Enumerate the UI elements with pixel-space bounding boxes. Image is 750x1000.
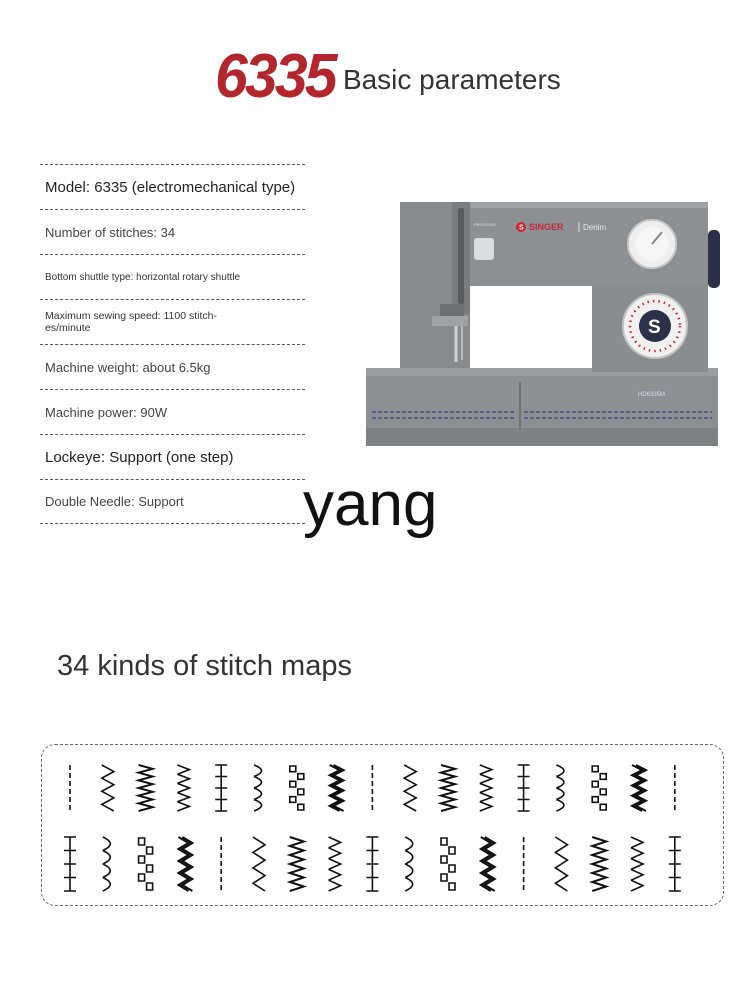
param-text: Lockeye: Support (one step) — [45, 448, 234, 466]
stitch-pattern-37 — [668, 836, 681, 892]
stitch-pattern-13 — [517, 764, 530, 812]
stitch-pattern-8 — [327, 764, 346, 812]
stitch-pattern-12 — [479, 764, 495, 812]
machine-model-label: HD6335M — [638, 392, 665, 398]
stitch-section-title: 34 kinds of stitch maps — [57, 650, 352, 682]
sewing-machine-illustration: HD6335M PRESSURE S SINGER Denim — [366, 202, 720, 446]
param-text: Model: 6335 (electromechanical type) — [45, 178, 296, 196]
stitch-pattern-31 — [440, 837, 456, 891]
machine-brand: SINGER — [529, 222, 564, 232]
stitch-pattern-26 — [251, 836, 267, 892]
param-text: Number of stitches: 34 — [45, 224, 176, 240]
parameter-list: Model: 6335 (electromechanical type) Num… — [40, 164, 305, 524]
stitch-pattern-21 — [64, 836, 76, 892]
stitch-pattern-30 — [404, 836, 414, 892]
stitch-pattern-14 — [556, 764, 565, 812]
param-row-weight: Machine weight: about 6.5kg — [40, 344, 305, 389]
title: 6335 Basic parameters — [215, 46, 561, 108]
stitch-pattern-35 — [588, 836, 610, 892]
stitch-pattern-4 — [177, 764, 192, 812]
stitch-pattern-6 — [253, 764, 263, 812]
stitch-pattern-2 — [100, 764, 116, 812]
param-text: Double Needle: Support — [45, 494, 184, 509]
stitch-map-panel — [41, 744, 724, 906]
stitch-pattern-27 — [286, 836, 308, 892]
machine-series: Denim — [583, 223, 606, 232]
param-row-stitches: Number of stitches: 34 — [40, 209, 305, 254]
stitch-pattern-28 — [328, 836, 343, 892]
dial-letter-small: S — [519, 225, 524, 232]
stitch-pattern-16 — [629, 764, 649, 812]
param-row-model: Model: 6335 (electromechanical type) — [40, 164, 305, 209]
param-text: Machine weight: about 6.5kg — [45, 359, 211, 375]
stitch-pattern-7 — [289, 765, 305, 811]
stitch-patterns — [64, 764, 681, 892]
param-row-lockeye: Lockeye: Support (one step) — [40, 434, 305, 479]
model-number: 6335 — [215, 42, 337, 111]
stitch-pattern-22 — [102, 836, 112, 892]
stitch-pattern-3 — [134, 764, 157, 812]
watermark-text: yang — [303, 470, 438, 539]
stitch-pattern-10 — [402, 764, 418, 812]
stitch-pattern-24 — [176, 836, 195, 892]
page-title: Basic parameters — [342, 64, 561, 95]
svg-text:PRESSURE: PRESSURE — [474, 222, 496, 227]
stitch-pattern-34 — [553, 836, 569, 892]
sewing-machine-image: HD6335M PRESSURE S SINGER Denim — [362, 192, 722, 448]
param-row-double-needle: Double Needle: Support — [40, 479, 305, 524]
param-row-shuttle: Bottom shuttle type: horizontal rotary s… — [40, 254, 305, 299]
param-row-speed: Maximum sewing speed: 1100 stitch-es/min… — [40, 299, 305, 344]
dial-letter: S — [648, 317, 661, 338]
stitch-pattern-36 — [630, 836, 645, 892]
param-row-power: Machine power: 90W — [40, 389, 305, 434]
param-text: Machine power: 90W — [45, 404, 168, 420]
param-text: Maximum sewing speed: 1100 stitch-es/min… — [45, 310, 217, 334]
stitch-pattern-29 — [366, 836, 379, 892]
stitch-pattern-15 — [591, 765, 607, 811]
stitch-pattern-32 — [478, 836, 497, 892]
stitch-pattern-11 — [437, 764, 459, 812]
param-text: Bottom shuttle type: horizontal rotary s… — [45, 271, 241, 283]
stitch-pattern-5 — [215, 764, 228, 812]
stitch-pattern-23 — [137, 837, 154, 891]
